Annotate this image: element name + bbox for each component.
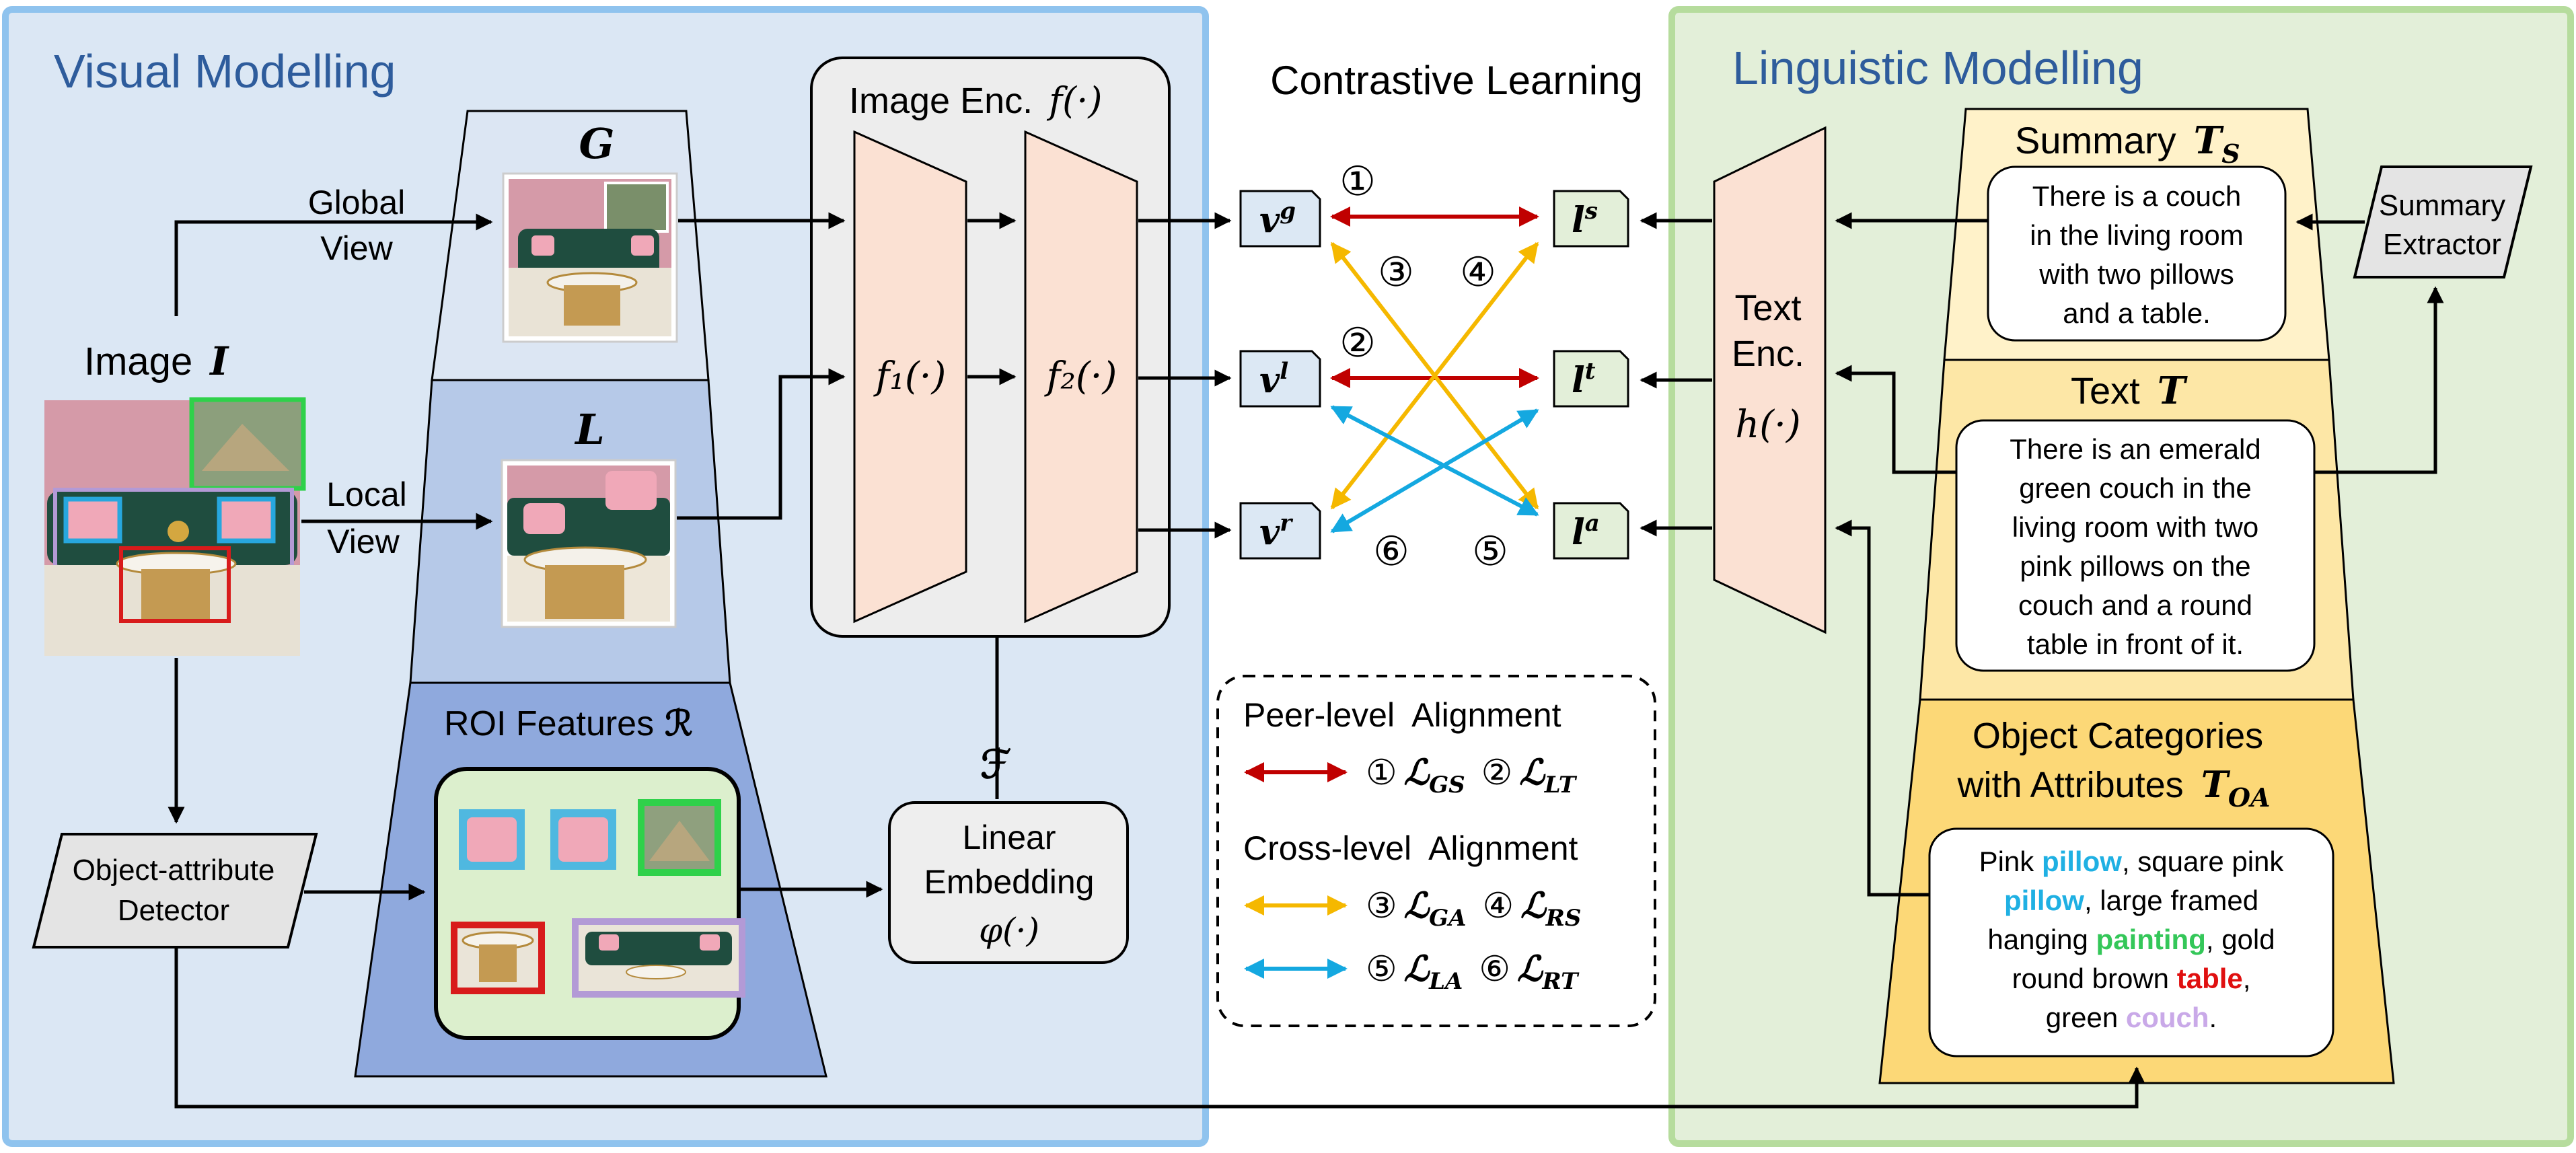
objects-line-3: hanging painting, gold	[1987, 924, 2275, 955]
legend-cross-title: Cross-level Alignment	[1243, 829, 1578, 867]
objects-line-2: pillow, large framed	[2004, 885, 2258, 916]
encoder-f2	[1024, 130, 1138, 624]
local-view-image	[501, 459, 677, 628]
summary-line-1: There is a couch	[2032, 180, 2242, 212]
global-view-label-1: Global	[308, 184, 406, 221]
text-line-1: There is an emerald	[2010, 433, 2261, 465]
token-vr: vr	[1239, 502, 1321, 560]
roi-crop-table	[451, 922, 545, 994]
circle-num-5: ⑤	[1472, 529, 1508, 574]
text-encoder-label-1: Text	[1734, 288, 1801, 328]
objects-heading-1: Object Categories	[1973, 716, 2263, 756]
circle-num-6: ⑥	[1373, 529, 1409, 574]
local-to-f1-arrow	[677, 368, 846, 520]
legend-peer-title: Peer-level Alignment	[1243, 696, 1561, 734]
circle-num-3: ③	[1378, 250, 1414, 295]
svg-text:lt: lt	[1572, 358, 1596, 401]
text-to-extractor-arrow	[2314, 286, 2444, 474]
text-box	[1955, 419, 2316, 672]
local-view-label-1: Local	[326, 476, 407, 513]
cross-arrow-rt	[1330, 408, 1539, 533]
summary-line-3: with two pillows	[2038, 258, 2234, 290]
f2-label: f₂(·)	[1044, 355, 1117, 398]
roi-crop-pillow-1	[459, 809, 525, 870]
summary-box	[1987, 165, 2287, 342]
roi-crop-painting	[638, 799, 721, 876]
global-view-label-2: View	[320, 229, 393, 267]
summary-extractor	[2353, 165, 2533, 278]
text-encoder-label-2: Enc.	[1732, 334, 1804, 374]
text-to-enc-arrow	[1835, 365, 1956, 474]
objects-line-1: Pink pillow, square pink	[1979, 846, 2285, 877]
cross-arrow-la	[1330, 405, 1539, 517]
svg-text:vl: vl	[1259, 358, 1288, 401]
text-encoder	[1713, 126, 1827, 634]
objects-line-5: green couch.	[2046, 1002, 2217, 1033]
global-view-arrow	[174, 213, 493, 316]
linguistic-modelling-title: Linguistic Modelling	[1732, 42, 2143, 94]
token-lt: lt	[1553, 350, 1629, 408]
linear-embedding-label-1: Linear	[963, 819, 1056, 856]
visual-modelling-title: Visual Modelling	[54, 45, 396, 98]
objects-line-4: round brown table,	[2012, 963, 2251, 994]
text-line-6: table in front of it.	[2027, 628, 2244, 660]
f1-label: f₁(·)	[873, 355, 947, 398]
detector-label-2: Detector	[118, 894, 229, 927]
svg-text:ls: ls	[1572, 198, 1598, 241]
summary-line-4: and a table.	[2063, 297, 2211, 329]
objects-box	[1928, 827, 2334, 1057]
token-vg: vg	[1239, 190, 1321, 248]
global-view-image	[502, 172, 678, 343]
token-vl: vl	[1239, 350, 1321, 408]
global-symbol: G	[579, 119, 615, 168]
text-line-3: living room with two	[2012, 511, 2258, 543]
circle-num-4: ④	[1460, 250, 1496, 295]
linear-embedding-label-2: Embedding	[924, 863, 1095, 901]
detector-label-1: Object-attribute	[73, 854, 275, 887]
circle-num-2: ②	[1339, 320, 1376, 365]
svg-text:vg: vg	[1259, 198, 1296, 241]
text-line-5: couch and a round	[2018, 589, 2252, 621]
image-encoder-label: Image Enc.f(·)	[849, 79, 1102, 122]
svg-text:la: la	[1572, 510, 1600, 553]
detector-to-objects-arrow	[174, 949, 2145, 1109]
summary-line-2: in the living room	[2030, 219, 2243, 251]
linear-embedding-fn: φ(·)	[979, 911, 1039, 950]
circle-num-1: ①	[1339, 159, 1376, 204]
object-attribute-detector	[32, 833, 318, 949]
encoder-f1	[853, 130, 967, 624]
input-image	[44, 397, 306, 656]
roi-crop-pillow-2	[550, 809, 616, 870]
svg-text:vr: vr	[1259, 510, 1293, 553]
token-ls: ls	[1553, 190, 1629, 248]
roi-crop-couch	[572, 918, 745, 998]
summary-extractor-label-2: Extractor	[2383, 228, 2501, 261]
summary-extractor-label-1: Summary	[2379, 189, 2505, 222]
text-line-4: pink pillows on the	[2020, 550, 2250, 582]
local-symbol: L	[574, 405, 605, 454]
objects-to-enc-arrow	[1835, 519, 1929, 897]
text-encoder-fn: h(·)	[1735, 403, 1801, 447]
linear-embedding-box	[888, 801, 1129, 964]
contrastive-title: Contrastive Learning	[1270, 58, 1643, 103]
text-line-2: green couch in the	[2019, 472, 2252, 504]
token-la: la	[1553, 502, 1629, 560]
local-view-label-2: View	[327, 523, 400, 560]
